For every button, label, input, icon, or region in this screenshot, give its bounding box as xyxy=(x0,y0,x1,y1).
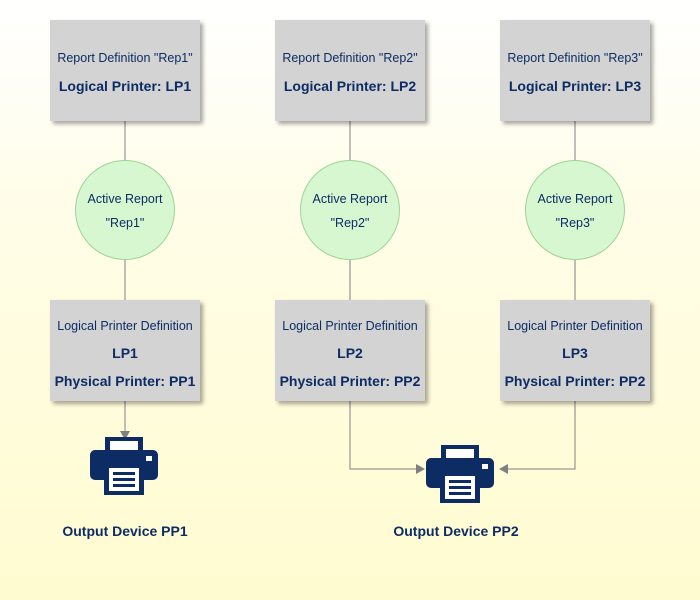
report-definition-box-rep3: Report Definition "Rep3" Logical Printer… xyxy=(500,20,650,121)
active-report-name: "Rep2" xyxy=(330,216,370,230)
output-device-pp2-label: Output Device PP2 xyxy=(393,523,519,539)
lp-definition-name: LP2 xyxy=(337,345,363,361)
active-report-circle-rep2: Active Report "Rep2" xyxy=(300,160,400,260)
printer-icon xyxy=(90,437,158,495)
active-report-circle-rep1: Active Report "Rep1" xyxy=(75,160,175,260)
report-definition-box-rep1: Report Definition "Rep1" Logical Printer… xyxy=(50,20,200,121)
physical-printer-label: Physical Printer: PP2 xyxy=(279,373,421,389)
report-definition-label: Report Definition "Rep2" xyxy=(282,51,418,65)
lp-definition-title: Logical Printer Definition xyxy=(282,319,418,333)
printer-icon xyxy=(426,445,494,503)
lp-definition-title: Logical Printer Definition xyxy=(507,319,643,333)
lp-definition-name: LP3 xyxy=(562,345,588,361)
arrowhead-pp2-right xyxy=(499,464,508,474)
output-device-pp1-label: Output Device PP1 xyxy=(62,523,188,539)
arrowhead-pp1 xyxy=(120,431,130,440)
logical-printer-definition-box-lp3: Logical Printer Definition LP3 Physical … xyxy=(500,300,650,401)
logical-printer-definition-box-lp1: Logical Printer Definition LP1 Physical … xyxy=(50,300,200,401)
logical-printer-label: Logical Printer: LP2 xyxy=(283,78,417,94)
arrowhead-pp2-left xyxy=(416,464,425,474)
active-report-name: "Rep3" xyxy=(555,216,595,230)
lp-definition-title: Logical Printer Definition xyxy=(57,319,193,333)
connector-lp3-pp2 xyxy=(506,401,576,470)
report-definition-label: Report Definition "Rep3" xyxy=(507,51,643,65)
lp-definition-name: LP1 xyxy=(112,345,138,361)
active-report-name: "Rep1" xyxy=(105,216,145,230)
physical-printer-label: Physical Printer: PP2 xyxy=(504,373,646,389)
physical-printer-label: Physical Printer: PP1 xyxy=(54,373,196,389)
logical-printer-definition-box-lp2: Logical Printer Definition LP2 Physical … xyxy=(275,300,425,401)
active-report-title: Active Report xyxy=(312,192,388,206)
report-definition-label: Report Definition "Rep1" xyxy=(57,51,193,65)
active-report-title: Active Report xyxy=(537,192,613,206)
logical-printer-label: Logical Printer: LP1 xyxy=(58,78,192,94)
logical-printer-label: Logical Printer: LP3 xyxy=(508,78,642,94)
active-report-circle-rep3: Active Report "Rep3" xyxy=(525,160,625,260)
active-report-title: Active Report xyxy=(87,192,163,206)
report-definition-box-rep2: Report Definition "Rep2" Logical Printer… xyxy=(275,20,425,121)
connector-lp2-pp2 xyxy=(349,401,418,470)
